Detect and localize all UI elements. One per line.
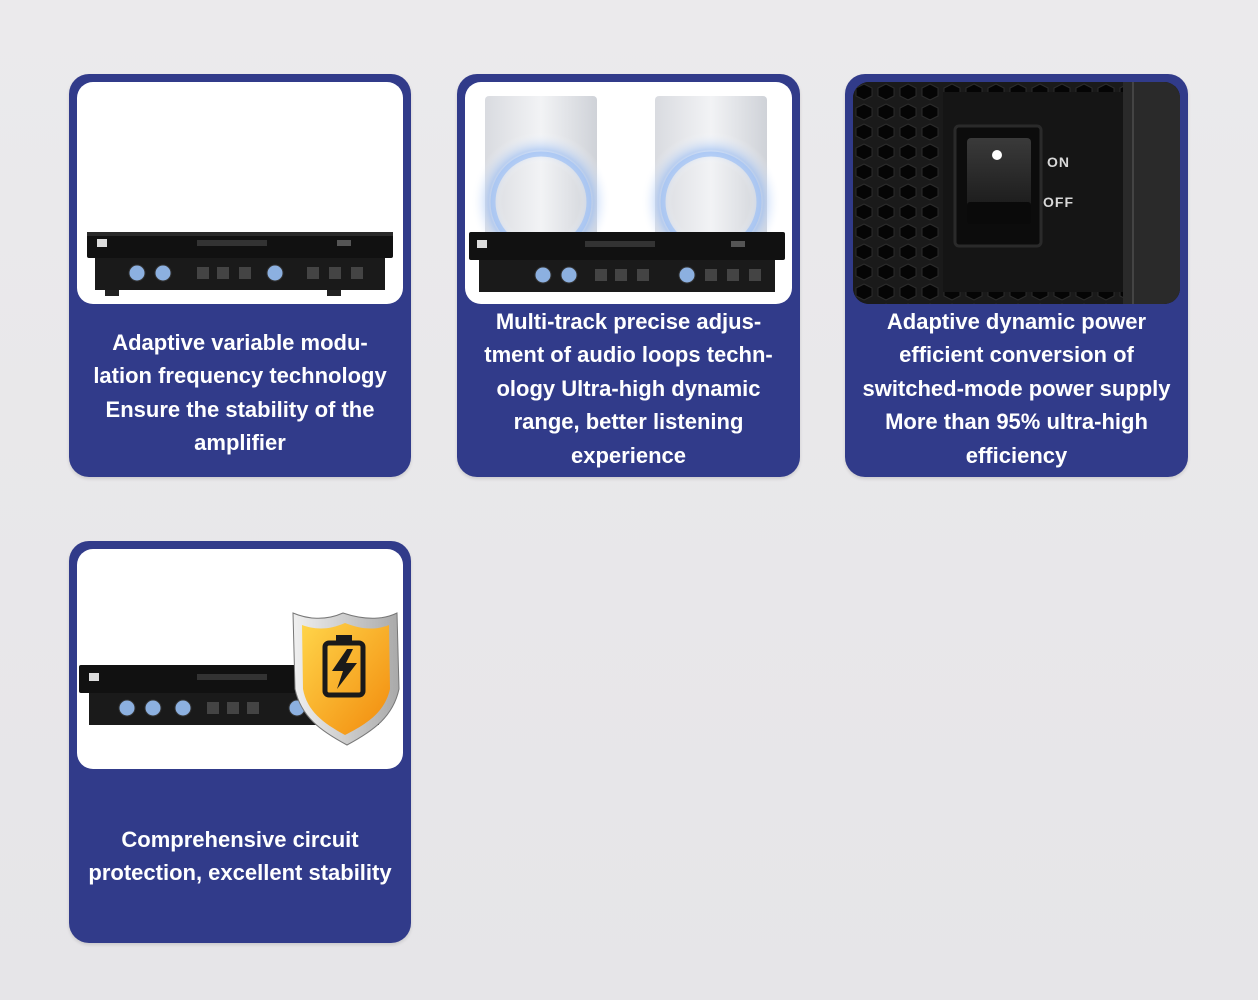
description-line: tment of audio loops techn- <box>484 342 773 368</box>
feature-card-frequency: Adaptive variable modu- lation frequency… <box>69 74 411 477</box>
switch-off-label: OFF <box>1043 194 1074 210</box>
description-line: amplifier <box>194 430 286 455</box>
description-line: Ensure the stability of the <box>105 396 375 422</box>
shield-battery-amplifier-image <box>77 549 403 769</box>
feature-card-power-supply: Adaptive dynamic power efficient convers… <box>845 74 1188 477</box>
feature-description: Adaptive variable modu- lation frequency… <box>77 318 403 467</box>
feature-card-audio-loops: Multi-track precise adjus- tment of audi… <box>457 74 800 477</box>
description-line: switched-mode power supply <box>862 375 1171 401</box>
description-line: efficient conversion of <box>899 342 1134 368</box>
description-line: Adaptive variable modu- <box>112 329 368 355</box>
feature-card-protection: Comprehensive circuit protection, excell… <box>69 541 411 943</box>
description-line: ology Ultra-high dynamic <box>496 375 761 401</box>
description-line: efficiency <box>965 442 1068 468</box>
feature-description: Comprehensive circuit protection, excell… <box>77 789 403 923</box>
switch-on-label: ON <box>1047 154 1070 170</box>
description-line: More than 95% ultra-high <box>885 409 1148 435</box>
description-line: experience <box>571 442 686 468</box>
speakers-amplifier-image <box>465 82 792 304</box>
description-line: lation frequency technology <box>93 363 387 388</box>
feature-description: Multi-track precise adjus- tment of audi… <box>465 302 792 475</box>
power-switch-image <box>853 82 1180 304</box>
description-line: Multi-track precise adjus- <box>495 308 762 334</box>
sound-wave-amplifier-image <box>77 82 403 304</box>
feature-description: Adaptive dynamic power efficient convers… <box>853 302 1180 475</box>
description-line: range, better listening <box>513 409 744 435</box>
description-line: Comprehensive circuit <box>121 826 359 852</box>
description-line: Adaptive dynamic power <box>886 308 1147 334</box>
description-line: protection, excellent stability <box>88 860 392 885</box>
